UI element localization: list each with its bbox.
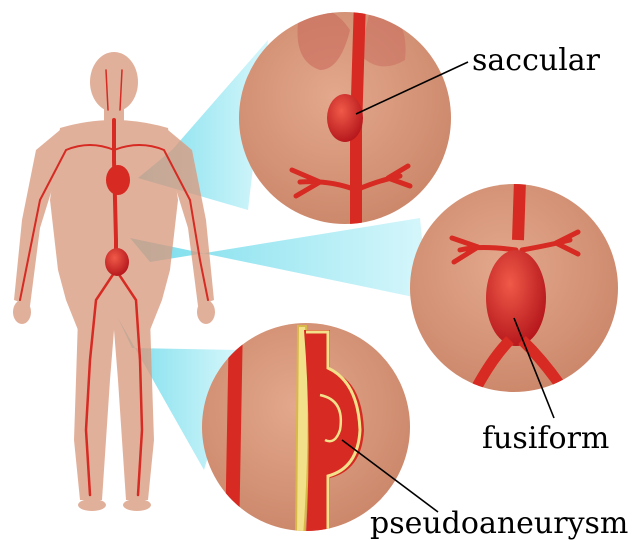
label-fusiform: fusiform [482,421,609,456]
heart [106,165,130,195]
label-pseudoaneurysm: pseudoaneurysm [370,506,628,540]
fusiform-bulge [486,250,546,346]
fusiform-inset [410,180,618,400]
label-saccular: saccular [472,43,601,78]
beam-fusiform [130,218,428,300]
saccular-inset [239,0,451,230]
abdominal-aneurysm [105,248,129,276]
saccular-bulge [327,94,363,142]
